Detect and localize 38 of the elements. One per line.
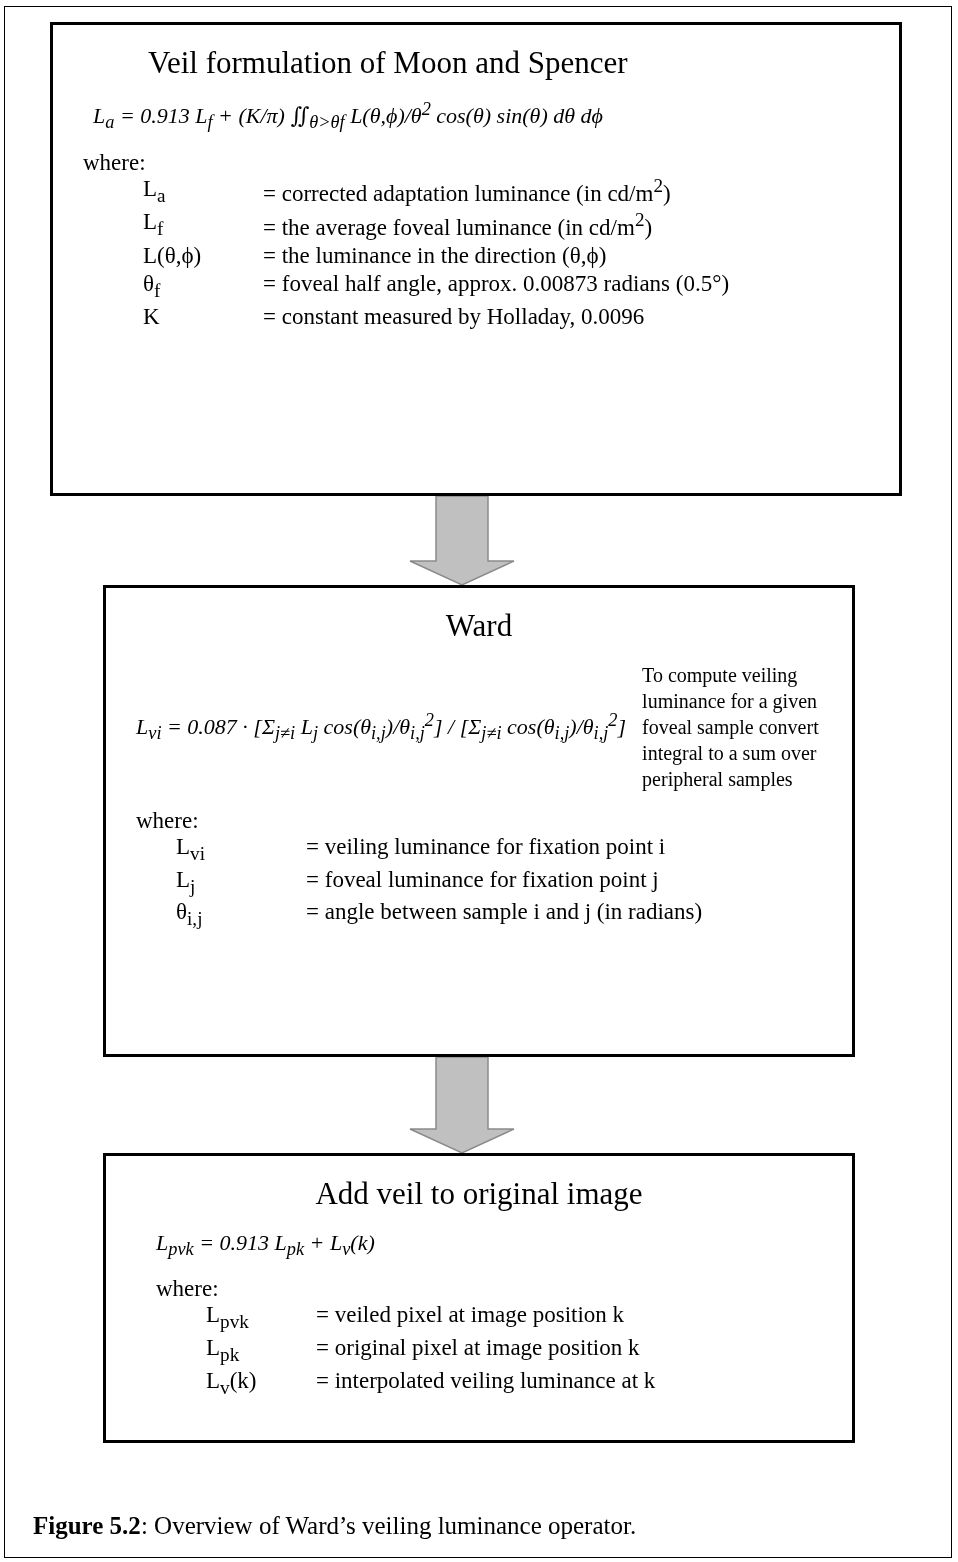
variable-definition: = constant measured by Holladay, 0.0096 [263, 303, 646, 330]
variable-definition: = foveal luminance for fixation point j [306, 866, 660, 894]
equation-note: To compute veiling luminance for a given foveal sample convert integral to a sum over peripheral samples [642, 663, 820, 792]
formula-panel [103, 1153, 855, 1443]
variable-definition: = original pixel at image position k [316, 1335, 641, 1362]
variable-definition: = the average foveal luminance (in cd/m$^{2}$) [263, 209, 654, 242]
variable-symbol: L$_{f}$ [143, 209, 165, 241]
equation: L$_{vi}$ = 0.087 · [Σ$_{j≠i}$ L$_{j}$ cos(θ$_{i,j}$)/θ$_{i,j}$$^{2}$] / [Σ$_{j≠i}$ cos(θ$_{i,j}$)/θ$_{i,j}$$^{2}$] [136, 709, 627, 745]
where-label: where: [156, 1276, 220, 1303]
variable-symbol: L$_{j}$ [176, 866, 197, 898]
variable-symbol: L$_{pvk}$ [206, 1302, 250, 1333]
formula-panel [103, 585, 855, 1057]
figure-caption: Figure 5.2: Overview of Ward’s veiling luminance operator. [33, 1512, 637, 1540]
equation: L$_{pvk}$ = 0.913 L$_{pk}$ + L$_{v}$(k) [156, 1230, 375, 1261]
variable-symbol: K [143, 303, 161, 330]
variable-symbol: L(θ,ϕ) [143, 243, 203, 270]
variable-symbol: L$_{vi}$ [176, 834, 206, 865]
equation: L$_{a}$ = 0.913 L$_{f}$ + (K/π) ∬$_{θ>θf}$ L(θ,ϕ)/θ$^{2}$ cos(θ) sin(θ) dθ dϕ [93, 99, 603, 134]
formula-panel [50, 22, 902, 496]
where-label: where: [136, 808, 200, 834]
variable-definition: = foveal half angle, approx. 0.00873 radians (0.5°) [263, 271, 731, 299]
variable-symbol: θ$_{i,j}$ [176, 899, 204, 930]
block-arrow [409, 495, 515, 586]
panel-title: Ward [444, 608, 514, 644]
variable-definition: = veiling luminance for fixation point i [306, 834, 667, 861]
variable-definition: = corrected adaptation luminance (in cd/m$^{2}$) [263, 175, 672, 208]
where-label: where: [83, 149, 147, 176]
variable-symbol: L$_{v}$(k) [206, 1367, 258, 1399]
variable-definition: = interpolated veiling luminance at k [316, 1367, 657, 1395]
variable-definition: = the luminance in the direction (θ,ϕ) [263, 243, 608, 270]
variable-definition: = angle between sample i and j (in radians) [306, 899, 704, 927]
variable-symbol: L$_{a}$ [143, 175, 167, 208]
variable-symbol: L$_{pk}$ [206, 1335, 241, 1366]
panel-title: Veil formulation of Moon and Spencer [148, 45, 629, 81]
variable-symbol: θ$_{f}$ [143, 271, 162, 302]
block-arrow [409, 1056, 515, 1154]
panel-title: Add veil to original image [314, 1176, 644, 1212]
variable-definition: = veiled pixel at image position k [316, 1302, 626, 1330]
